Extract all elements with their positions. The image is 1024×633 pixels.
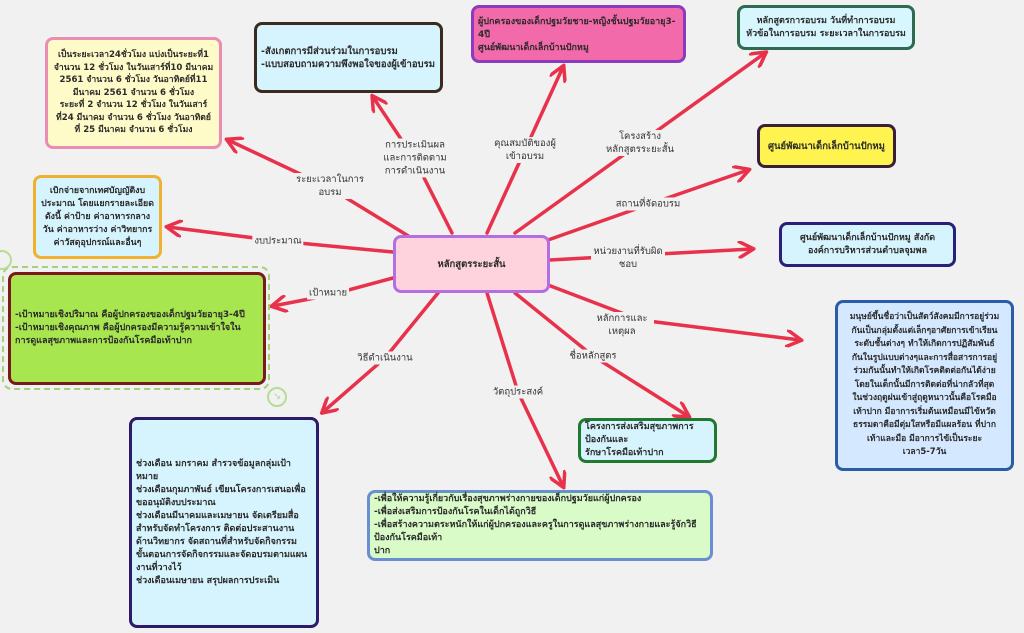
label-course-name: ชื่อหลักสูตร [567,349,619,363]
label-budget: งบประมาณ [252,234,304,248]
box-text-line: จำนวน 12 ชั่วโมง ในวันเสาร์ที่10 มีนาคม [53,62,214,73]
box-text-line: ที่24 มีนาคม จำนวน 6 ชั่วโมง วันอาทิตย์ [56,112,211,123]
box-text-line: การดูแลสุขภาพและการป้องกันโรคมือเท้าปาก [15,336,192,346]
box-text-line: ระดับชั้นต่างๆ ทำให้เกิดการปฏิสัมพันธ์ [854,339,995,350]
label-goal: เป้าหมาย [306,286,350,300]
box-text-line: ร่วมกันนั้นทำให้เกิดโรคติดต่อกันได้ง่าย [853,366,996,377]
box-text-line: เวลา5-7วัน [902,447,947,458]
box-text-line: -เป้าหมายเชิงคุณภาพ คือผู้ปกครองมีความรู… [15,323,241,333]
box-text-line: ศูนย์พัฒนาเด็กเล็กบ้านปักหมู [478,43,589,53]
box-text-line: ผู้ปกครองของเด็กปฐมวัยชาย-หญิงชั้นปฐมวัย… [478,17,676,40]
label-duration: ระยะเวลาในการอบรม [288,173,372,199]
box-text-line: -เพื่อให้ความรู้เกี่ยวกับเรื่องสุขภาพร่า… [374,494,642,504]
box-text-line: ดังนี้ ค่าป้าย ค่าอาหารกลาง [44,211,151,222]
box-text-line: เป็นระยะเวลา24ชั่วโมง แบ่งเป็นระยะที่1 [57,50,210,61]
box-text-line: เท้าปาก มีอาการเริ่มต้นเหมือนมีไข้หวัด [853,406,996,417]
label-rationale: หลักการและเหตุผล [590,312,654,338]
goal-box[interactable]: -เป้าหมายเชิงปริมาณ คือผู้ปกครองของเด็กป… [8,272,266,385]
box-text-line: -เพื่อสร้างความตระหนักให้แก่ผู้ปกครองและ… [374,520,697,543]
box-text-line: ปาก [374,546,391,556]
box-text-line: ช่วงเดือนเมษายน สรุปผลการประเมิน [136,575,280,586]
course-name-box[interactable]: โครงการส่งเสริมสุขภาพการป้องกันและรักษาโ… [578,418,717,463]
arrow-rationale [546,283,800,340]
box-text-line: รักษาโรคมือเท้าปาก [585,448,664,458]
label-agency: หน่วยงานที่รับผิดชอบ [591,245,665,271]
box-text-line: ขออนุมัติงบประมาณ [136,497,216,508]
box-text-line: เท้าและมือ มีอาการไข้เป็นระยะ [866,433,983,444]
box-text-line: วัน ค่าอาหารว่าง ค่าวิทยากร [42,224,153,235]
box-text-line: -แบบสอบถามความพึงพอใจของผู้เข้าอบรม [261,58,435,70]
box-text-line: ประมาณ โดยแยกรายละเอียด [41,198,154,209]
box-text-line: ด้านวิทยากร จัดสถานที่สำหรับจัดกิจกรรม [136,536,297,547]
box-text-line: ช่วงเดือน มกราคม สำรวจข้อมูลกลุ่มเป้า [136,458,291,469]
agency-box[interactable]: ศูนย์พัฒนาเด็กเล็กบ้านปักหมู สังกัดองค์ก… [779,222,956,267]
box-text-line: โครงการส่งเสริมสุขภาพการป้องกันและ [585,422,694,445]
box-text-line: -เป้าหมายเชิงปริมาณ คือผู้ปกครองของเด็กป… [15,310,245,320]
label-venue: สถานที่จัดอบรม [613,197,683,211]
box-text-line: งานที่วางไว้ [136,562,182,573]
label-evaluation: การประเมินผลและการติดตามการดำเนินงาน [378,138,452,178]
box-text-line: โดยในเด็กนั้นมีการติดต่อที่น่ากลัวที่สุด [854,379,995,390]
center-node[interactable]: หลักสูตรระยะสั้น [393,235,550,293]
method-box[interactable]: ช่วงเดือน มกราคม สำรวจข้อมูลกลุ่มเป้าหมา… [129,417,319,628]
box-text-line: ศูนย์พัฒนาเด็กเล็กบ้านปักหมู สังกัด [799,232,936,243]
resize-handle-icon[interactable]: ↘ [267,387,287,407]
box-text-line: 2561 จำนวน 6 ชั่วโมง วันอาทิตย์ที่11 [59,75,208,86]
box-text-line: สำหรับจัดทำโครงการ ติดต่อประสานงาน [136,523,295,534]
rationale-box[interactable]: มนุษย์ขึ้นชื่อว่าเป็นสัตว์สังคมมีการอยู่… [835,300,1014,471]
box-text-line: หลักสูตรการอบรม วันที่ทำการอบรม [756,15,896,26]
handle-circle-icon[interactable] [0,250,12,270]
box-text-line: กันในรูปแบบต่างๆและการสื่อสารการอยู่ [851,352,998,363]
box-text-line: -เพื่อส่งเสริมการป้องกันโรคในเด็กได้ถูกว… [374,507,537,517]
budget-box[interactable]: เบิกจ่ายจากเทศบัญญัติงบประมาณ โดยแยกรายล… [33,175,162,259]
box-text-line: ศูนย์พัฒนาเด็กเล็กบ้านปักหมู [768,140,885,152]
box-text-line: หมาย [136,471,159,482]
center-node-label: หลักสูตรระยะสั้น [437,258,506,270]
structure-box[interactable]: หลักสูตรการอบรม วันที่ทำการอบรมหัวข้อในก… [737,5,915,50]
box-text-line: เบิกจ่ายจากเทศบัญญัติงบ [49,185,146,196]
venue-box[interactable]: ศูนย์พัฒนาเด็กเล็กบ้านปักหมู [757,124,896,168]
box-text-line: ช่วงเดือนกุมภาพันธ์ เขียนโครงการเสนอเพื่… [136,484,306,495]
box-text-line: มีนาคม 2561 จำนวน 6 ชั่วโมง [72,87,195,98]
goal-selection-outline [2,266,270,390]
box-text-line: หัวข้อในการอบรม ระยะเวลาในการอบรม [746,28,906,39]
evaluation-box[interactable]: -สังเกตการมีส่วนร่วมในการอบรม-แบบสอบถามค… [254,22,443,93]
box-text-line: ที่ 25 มีนาคม จำนวน 6 ชั่วโมง [74,125,193,136]
label-objectives: วัตถุประสงค์ [490,385,546,399]
box-text-line: ช่วงเดือนมีนาคมและเมษายน จัดเตรียมสื่อ [136,510,299,521]
box-text-line: ในช่วงฤดูฝนเข้าสู่ฤดูหนาวนั้นคือโรคมือ [852,393,997,404]
box-text-line: ขั้นตอนการจัดกิจกรรมและจัดอบรมตามแผน [136,549,308,560]
box-text-line: องค์การบริหารส่วนตำบลจุมพล [807,245,927,256]
box-text-line: ค่าวัสดุอุปกรณ์และอื่นๆ [53,237,142,248]
objectives-box[interactable]: -เพื่อให้ความรู้เกี่ยวกับเรื่องสุขภาพร่า… [367,490,713,561]
label-structure: โครงสร้างหลักสูตรระยะสั้น [602,130,678,156]
box-text-line: กันเป็นกลุ่มตั้งแต่เล็กๆอาศัยการเข้าเรีย… [851,325,998,336]
box-text-line: ระยะที่ 2 จำนวน 12 ชั่วโมง ในวันเสาร์ [59,100,208,111]
qualification-box[interactable]: ผู้ปกครองของเด็กปฐมวัยชาย-หญิงชั้นปฐมวัย… [471,5,686,63]
label-qualification: คุณสมบัติของผู้เข้าอบรม [489,137,561,163]
box-text-line: มนุษย์ขึ้นชื่อว่าเป็นสัตว์สังคมมีการอยู่… [849,312,1000,323]
box-text-line: -สังเกตการมีส่วนร่วมในการอบรม [261,45,398,57]
label-method: วิธีดำเนินงาน [355,351,415,365]
box-text-line: ธรรมดาคือมีตุ่มใสหรือมีแผลร้อน ที่ปาก [853,420,996,431]
